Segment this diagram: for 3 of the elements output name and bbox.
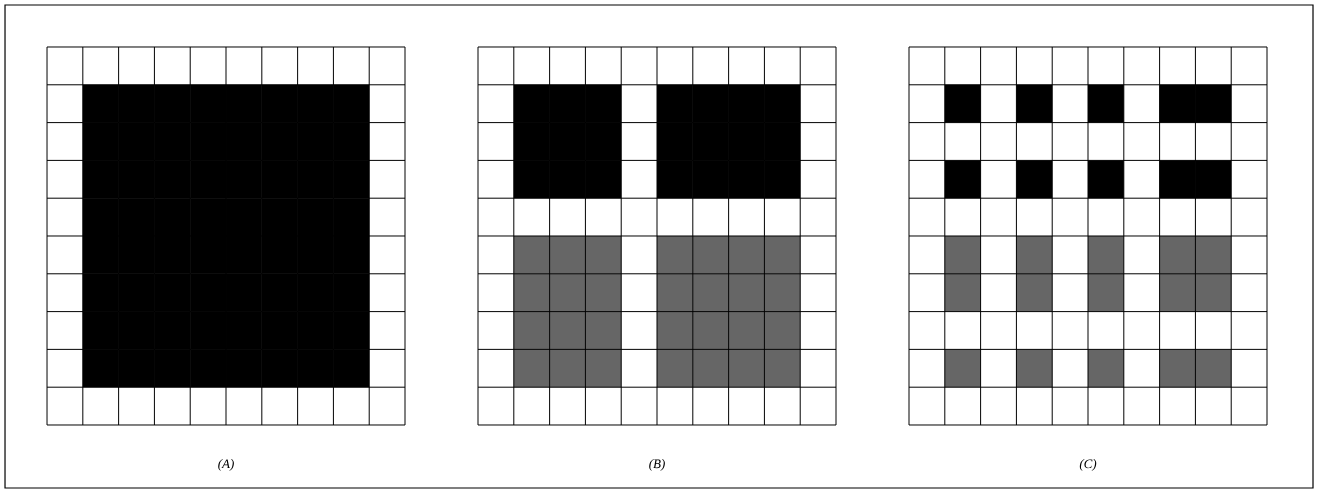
panel-label: (C) (1079, 459, 1097, 471)
panel-label: (B) (649, 459, 665, 471)
panel-label: (A) (218, 459, 234, 471)
